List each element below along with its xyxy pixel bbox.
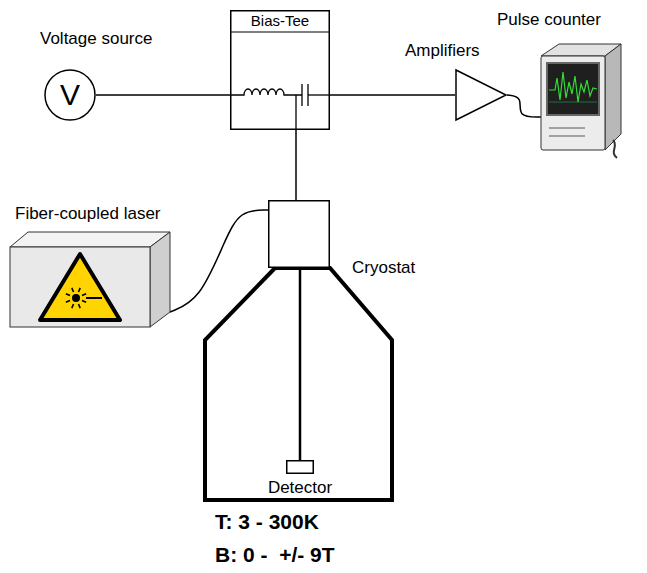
bias-tee-title: Bias-Tee: [251, 12, 309, 29]
cryostat-body: [205, 268, 392, 500]
detector-wire: [295, 130, 297, 200]
pc-shape: [535, 42, 623, 160]
voltage-source: Voltage sourceV: [44, 69, 96, 121]
laser-shape: [10, 232, 170, 327]
laser-label: Fiber-coupled laser: [15, 204, 161, 224]
temperature-range: T: 3 - 300K: [215, 510, 319, 534]
amplifier-label: Amplifiers: [405, 41, 480, 61]
optical-fiber: [170, 210, 268, 312]
bias-tee: Bias-Tee: [230, 10, 330, 130]
cryo-shape: [268, 200, 330, 268]
tri-shape: [455, 69, 507, 121]
detector-label: Detector: [268, 478, 332, 498]
sample-rod: [299, 268, 302, 460]
bias-wire: [96, 94, 230, 96]
cryostat-label: Cryostat: [352, 258, 415, 278]
amplifier-symbol: Amplifiers: [455, 69, 507, 121]
det-shape: [286, 460, 314, 474]
pulse-counter-label: Pulse counter: [497, 10, 601, 30]
cryostat-head: Cryostat: [268, 200, 330, 268]
voltage-source-label: Voltage source: [40, 29, 152, 49]
detector: Detector: [286, 460, 314, 474]
laser-box: Fiber-coupled laser: [10, 232, 170, 327]
pulse-counter: Pulse counter: [535, 42, 623, 160]
rf-wire: [330, 94, 455, 96]
voltage-symbol: V: [60, 78, 80, 113]
signal-cable: [507, 95, 541, 117]
field-range: B: 0 - +/- 9T: [215, 543, 335, 567]
